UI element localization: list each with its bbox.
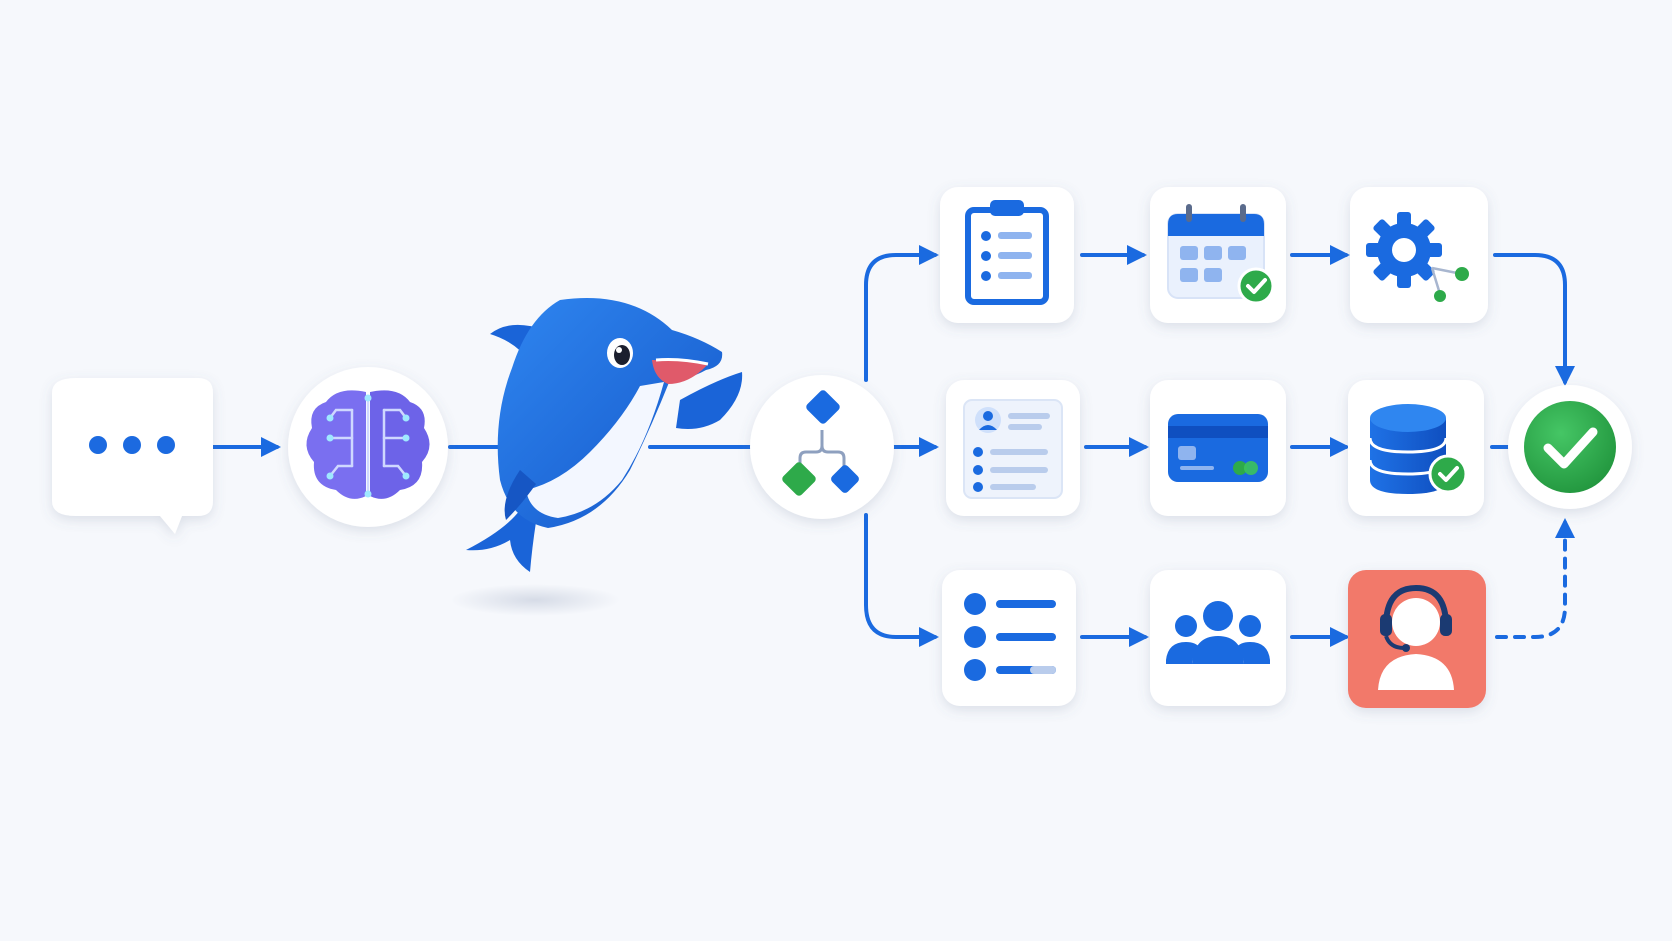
dolphin-mascot-icon — [450, 298, 743, 616]
profile-form-icon — [946, 380, 1080, 516]
database-check-icon — [1348, 380, 1484, 516]
calendar-check-icon — [1150, 187, 1286, 323]
brain-circuit-icon — [288, 367, 448, 527]
branch-bottom-connector — [864, 513, 939, 647]
connectors — [211, 245, 1575, 647]
branch-top-connector — [864, 245, 939, 382]
arrow-top-to-success — [1493, 253, 1575, 386]
chat-bubble-icon — [52, 378, 213, 534]
success-check-icon — [1508, 385, 1632, 509]
gear-network-icon — [1350, 187, 1488, 323]
support-agent-icon — [1348, 570, 1486, 708]
credit-card-icon — [1150, 380, 1286, 516]
arrow-handoff-to-success — [1495, 518, 1575, 639]
people-group-icon — [1150, 570, 1286, 706]
clipboard-checklist-icon — [940, 187, 1074, 323]
decision-branch-icon — [750, 375, 894, 519]
bullet-list-icon — [942, 570, 1076, 706]
